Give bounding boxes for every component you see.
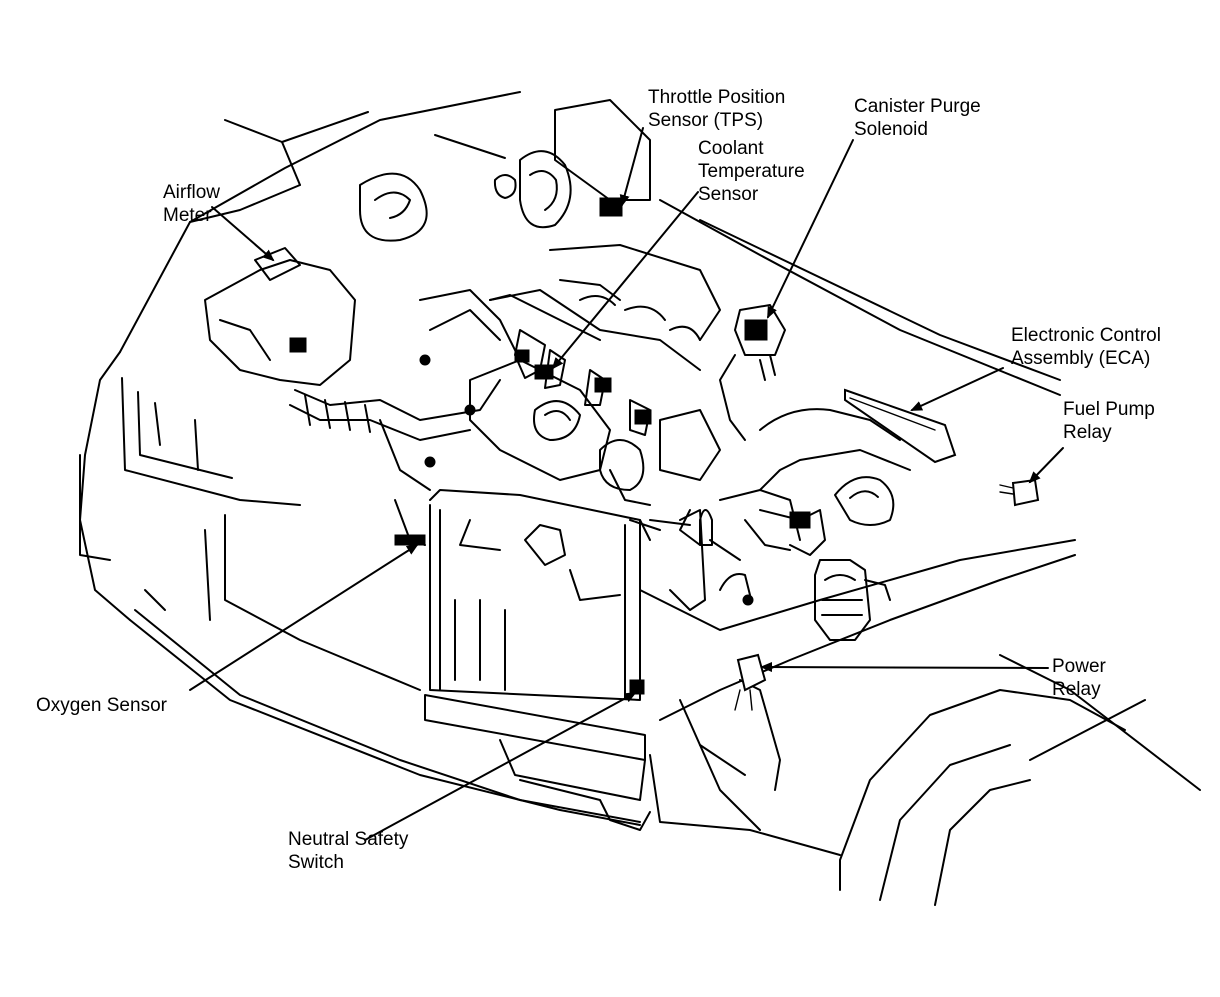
leader-tps: [619, 127, 644, 207]
label-line: Meter: [163, 205, 212, 226]
leader-eca: [910, 367, 1004, 411]
leader-oxygen: [189, 543, 419, 691]
engine-assembly: [204, 99, 911, 641]
label-line: Airflow: [163, 182, 221, 203]
label-canister-purge-solenoid: Canister Purge Solenoid: [854, 95, 981, 141]
label-electronic-control-assembly: Electronic Control Assembly (ECA): [1011, 324, 1161, 370]
leader-canister: [767, 139, 854, 319]
label-throttle-position-sensor: Throttle Position Sensor (TPS): [648, 86, 785, 132]
label-power-relay: Power Relay: [1052, 655, 1106, 701]
label-line: Throttle Position: [648, 87, 786, 108]
label-line: Sensor: [698, 184, 759, 205]
label-line: Fuel Pump: [1063, 399, 1155, 420]
leader-lines: [189, 127, 1064, 841]
label-oxygen-sensor: Oxygen Sensor: [36, 694, 167, 717]
leader-power-relay: [760, 662, 1049, 673]
label-line: Oxygen Sensor: [36, 695, 167, 716]
label-fuel-pump-relay: Fuel Pump Relay: [1063, 398, 1155, 444]
leader-airflow: [211, 206, 275, 262]
label-coolant-temperature-sensor: Coolant Temperature Sensor: [698, 137, 805, 206]
label-airflow-meter: Airflow Meter: [163, 181, 220, 227]
label-line: Sensor (TPS): [648, 110, 764, 131]
label-line: Relay: [1063, 422, 1112, 443]
car-body-outline: [79, 91, 1201, 906]
leader-neutral: [364, 692, 637, 841]
label-line: Coolant: [698, 138, 764, 159]
fuel-pump-relay-part: [999, 478, 1040, 507]
label-line: Switch: [288, 852, 344, 873]
label-line: Power: [1052, 656, 1106, 677]
radiator: [424, 489, 651, 831]
leader-fuel-pump: [1028, 447, 1064, 484]
label-line: Relay: [1052, 679, 1101, 700]
engine-details: [289, 197, 811, 695]
leader-coolant: [551, 191, 699, 370]
label-line: Solenoid: [854, 119, 928, 140]
label-line: Neutral Safety: [288, 829, 409, 850]
power-relay-part: [734, 653, 767, 711]
eca-module: [844, 388, 957, 464]
label-neutral-safety-switch: Neutral Safety Switch: [288, 828, 408, 874]
label-line: Assembly (ECA): [1011, 348, 1151, 369]
label-line: Temperature: [698, 161, 805, 182]
label-line: Canister Purge: [854, 96, 981, 117]
label-line: Electronic Control: [1011, 325, 1161, 346]
